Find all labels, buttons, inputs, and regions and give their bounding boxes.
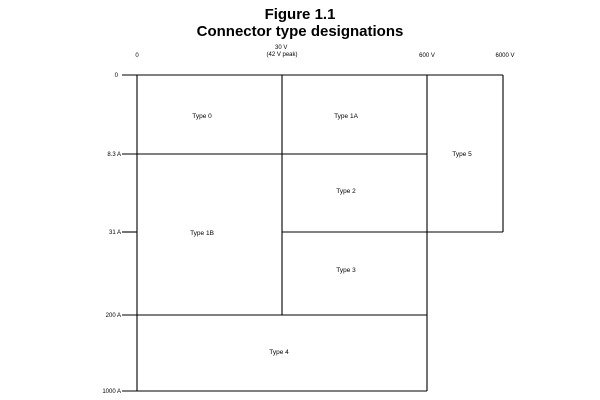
region-type-5: Type 5 <box>452 151 472 158</box>
region-type-0: Type 0 <box>192 113 212 120</box>
region-type-4: Type 4 <box>269 349 289 356</box>
figure-subtitle: Connector type designations <box>196 23 404 40</box>
current-axis: 0 8.3 A 31 A 200 A 1000 A <box>102 73 121 395</box>
current-label-31a: 31 A <box>109 230 121 236</box>
voltage-label-0: 0 <box>135 53 139 59</box>
current-label-200a: 200 A <box>106 313 121 319</box>
current-label-8-3a: 8.3 A <box>107 152 121 158</box>
region-type-1b: Type 1B <box>190 230 214 237</box>
current-label-1000a: 1000 A <box>102 389 121 395</box>
diagram-grid <box>122 74 504 392</box>
voltage-label-6000v: 6000 V <box>495 53 514 59</box>
voltage-label-30v: 30 V (42 V peak) <box>266 45 297 58</box>
figure-title: Figure 1.1 <box>264 6 336 23</box>
current-label-0: 0 <box>115 73 119 79</box>
region-labels: Type 0 Type 1A Type 1B Type 2 Type 3 Typ… <box>190 113 472 356</box>
region-type-2: Type 2 <box>336 188 356 195</box>
region-type-3: Type 3 <box>336 267 356 274</box>
voltage-label-600v: 600 V <box>419 53 435 59</box>
region-type-1a: Type 1A <box>334 113 359 120</box>
voltage-axis: 0 30 V (42 V peak) 600 V 6000 V <box>135 45 514 59</box>
